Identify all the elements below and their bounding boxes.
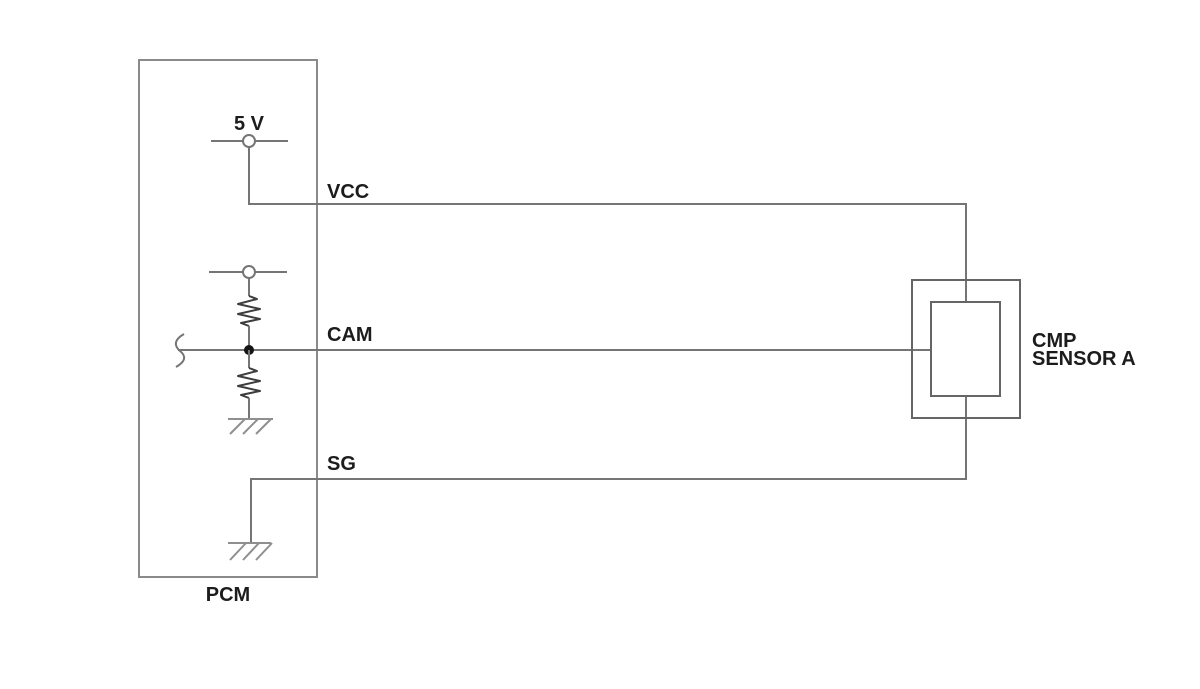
pullup-terminal-icon	[242, 265, 256, 279]
cmp-sensor-label-line2: SENSOR A	[1032, 348, 1136, 370]
sg-ground-icon	[228, 542, 273, 561]
supply-terminal-icon	[242, 134, 256, 148]
vcc-wire-label: VCC	[327, 181, 369, 203]
pullup-resistor-icon	[237, 295, 261, 327]
vcc-wire	[248, 147, 967, 302]
pcm-module-label: PCM	[206, 584, 250, 606]
pulldown-resistor-icon	[237, 367, 261, 399]
cmp-sensor-label-line1: CMP	[1032, 330, 1076, 352]
cam-wire-label: CAM	[327, 324, 373, 346]
pcm-module-box	[138, 59, 318, 578]
supply-voltage-label: 5 V	[234, 113, 265, 135]
cmp-sensor-inner-box	[930, 301, 1001, 397]
sg-wire-label: SG	[327, 453, 356, 475]
cam-ground-icon	[228, 418, 273, 435]
cmp-sensor-outer-box	[911, 279, 1021, 419]
sg-wire	[250, 396, 967, 542]
